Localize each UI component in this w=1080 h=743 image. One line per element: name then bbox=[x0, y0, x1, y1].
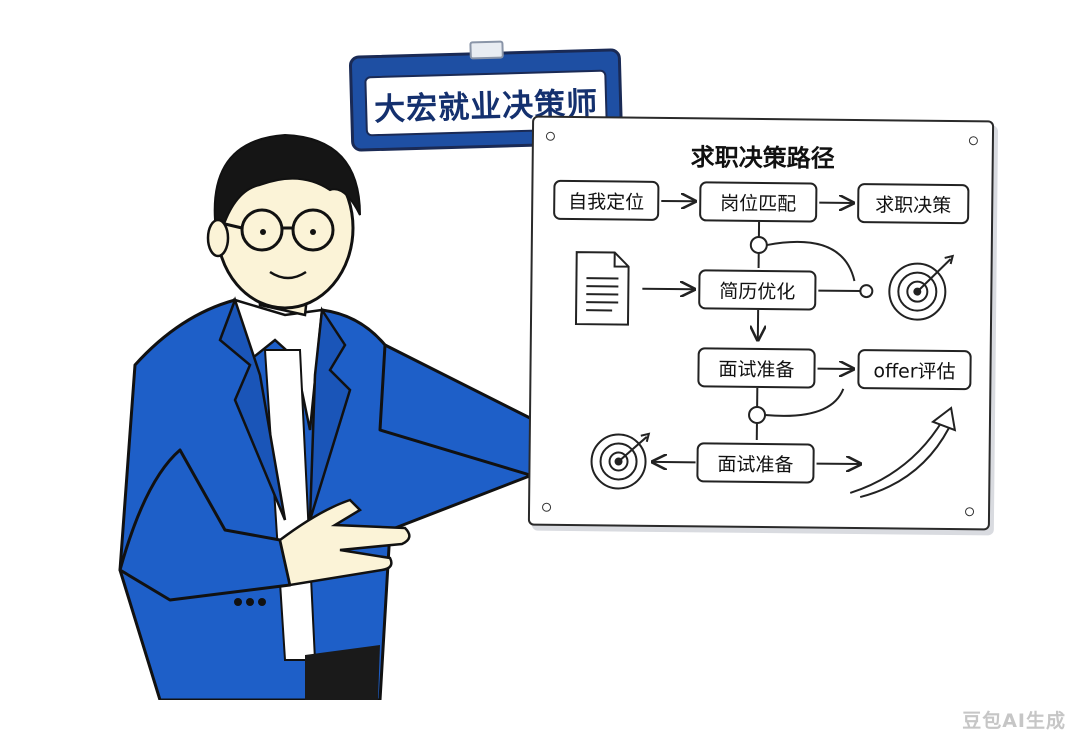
lower-arm bbox=[118, 448, 292, 602]
node-self-positioning: 自我定位 bbox=[553, 179, 660, 221]
glasses-icon bbox=[224, 208, 335, 252]
watermark: 豆包AI生成 bbox=[962, 710, 1066, 732]
arrow-doc-to-resume bbox=[642, 289, 694, 290]
node-job-decision: 求职决策 bbox=[857, 183, 970, 225]
presenter-illustration bbox=[118, 133, 642, 700]
lapel-left bbox=[218, 296, 287, 521]
lapel-right bbox=[308, 306, 352, 521]
hair bbox=[213, 133, 361, 233]
node-interview-prep: 面试准备 bbox=[697, 347, 816, 389]
trend-arrow-icon bbox=[849, 406, 957, 499]
node-interview-prep-2: 面试准备 bbox=[696, 442, 815, 484]
target-icon bbox=[888, 254, 955, 321]
whiteboard: 求职决策路径 bbox=[527, 115, 995, 531]
junction-circle bbox=[749, 235, 768, 254]
node-job-matching: 岗位匹配 bbox=[699, 181, 818, 223]
badge-clip bbox=[469, 40, 504, 60]
node-offer-evaluation: offer评估 bbox=[857, 349, 972, 391]
lower-hand bbox=[278, 498, 411, 587]
diagram-connectors bbox=[574, 118, 957, 499]
document-icon bbox=[574, 251, 630, 326]
target-icon bbox=[590, 432, 651, 490]
node-resume-optimization: 简历优化 bbox=[698, 269, 817, 311]
